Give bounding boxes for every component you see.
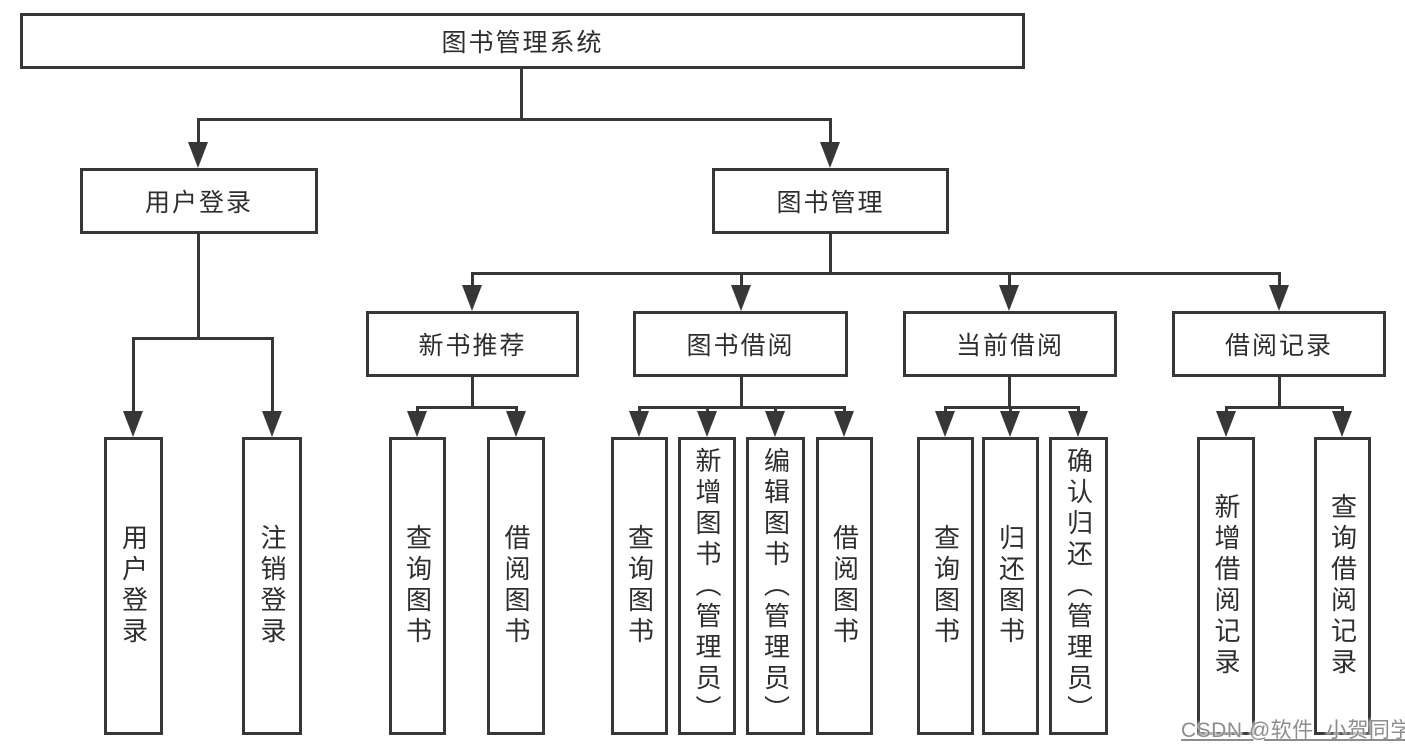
leaf-add-book-admin: 新增图书（管理员） [678,437,736,735]
connector-stub-line [514,406,518,413]
connector-stub-line [637,406,641,413]
leaf-add-borrow-record: 新增借阅记录 [1197,437,1255,735]
connector-drop-line [739,377,743,409]
node-book-borrow: 图书借阅 [633,311,848,377]
node-new-book-recommend: 新书推荐 [366,311,579,377]
arrow-down-icon [820,142,840,168]
leaf-return-book-label: 归还图书 [995,524,1026,648]
arrow-down-icon [462,285,482,311]
node-borrow-records-label: 借阅记录 [1224,332,1333,360]
arrow-down-icon [1000,411,1020,437]
connector-stub-line [1008,406,1012,413]
node-book-management: 图书管理 [712,168,949,234]
connector-drop-line [1007,377,1011,409]
leaf-borrow-book-label: 借阅图书 [829,524,860,648]
connector-stub-line [196,118,200,144]
connector-stub-line [131,337,135,413]
connector-stub-line [1224,406,1228,413]
connector-stub-line [828,118,832,144]
leaf-return-book: 归还图书 [982,437,1039,735]
node-root: 图书管理系统 [20,13,1025,69]
leaf-query-book-borrow-label: 查询图书 [624,524,655,648]
node-current-borrow: 当前借阅 [903,311,1117,377]
leaf-edit-book-admin: 编辑图书（管理员） [746,437,805,735]
connector-stub-line [773,406,777,413]
node-root-label: 图书管理系统 [441,29,604,57]
connector-bar-line [417,406,517,409]
leaf-logout-login-label: 注销登录 [257,524,287,648]
connector-bar-line [1225,406,1343,409]
connector-stub-line [470,272,474,287]
leaf-borrow-book: 借阅图书 [816,437,873,735]
connector-stub-line [1007,272,1011,287]
leaf-logout-login: 注销登录 [242,437,302,735]
connector-stub-line [1277,272,1281,287]
node-borrow-records: 借阅记录 [1172,311,1386,377]
connector-stub-line [943,406,947,413]
connector-stub-line [270,337,274,413]
connector-bar-line [471,272,1281,275]
connector-stub-line [1340,406,1344,413]
arrow-down-icon [999,285,1019,311]
arrow-down-icon [1332,411,1352,437]
connector-stub-line [739,272,743,287]
leaf-query-borrow-record-label: 查询借阅记录 [1327,493,1358,679]
node-user-login: 用户登录 [80,168,318,234]
arrow-down-icon [765,411,785,437]
connector-stub-line [415,406,419,413]
leaf-user-login-label: 用户登录 [118,524,149,648]
leaf-confirm-return-admin: 确认归还（管理员） [1049,437,1108,735]
connector-drop-line [519,68,523,121]
arrow-down-icon [834,411,854,437]
connector-bar-line [132,337,274,340]
leaf-query-book-current: 查询图书 [917,437,974,735]
node-current-borrow-label: 当前借阅 [955,332,1064,360]
leaf-query-borrow-record: 查询借阅记录 [1314,437,1371,735]
arrow-down-icon [629,411,649,437]
leaf-borrow-book-recommend: 借阅图书 [487,437,545,735]
arrow-down-icon [1068,411,1088,437]
connector-drop-line [1277,377,1281,409]
connector-drop-line [470,377,474,409]
connector-stub-line [705,406,709,413]
arrow-down-icon [697,411,717,437]
connector-stub-line [1076,406,1080,413]
leaf-borrow-book-recommend-label: 借阅图书 [501,524,531,648]
csdn-watermark: CSDN @软件_小贺同学 [1181,719,1405,742]
leaf-query-book-recommend-label: 查询图书 [402,524,433,648]
connector-bar-line [197,118,832,121]
leaf-user-login: 用户登录 [104,437,163,735]
connector-drop-line [828,234,832,275]
arrow-down-icon [731,285,751,311]
connector-drop-line [196,234,200,340]
connector-bar-line [639,406,845,409]
arrow-down-icon [123,411,143,437]
connector-stub-line [842,406,846,413]
arrow-down-icon [407,411,427,437]
leaf-add-book-admin-label: 新增图书（管理员） [692,446,722,726]
node-new-book-recommend-label: 新书推荐 [418,332,527,360]
arrow-down-icon [1216,411,1236,437]
connector-bar-line [945,406,1079,409]
leaf-query-book-current-label: 查询图书 [930,524,961,648]
arrow-down-icon [506,411,526,437]
leaf-query-book-borrow: 查询图书 [611,437,668,735]
node-book-management-label: 图书管理 [776,189,885,217]
leaf-query-book-recommend: 查询图书 [389,437,446,735]
node-user-login-label: 用户登录 [144,189,253,217]
arrow-down-icon [188,142,208,168]
leaf-edit-book-admin-label: 编辑图书（管理员） [760,446,791,726]
leaf-confirm-return-admin-label: 确认归还（管理员） [1063,446,1094,726]
arrow-down-icon [935,411,955,437]
arrow-down-icon [262,411,282,437]
leaf-add-borrow-record-label: 新增借阅记录 [1211,493,1241,679]
node-book-borrow-label: 图书借阅 [686,332,795,360]
arrow-down-icon [1269,285,1289,311]
